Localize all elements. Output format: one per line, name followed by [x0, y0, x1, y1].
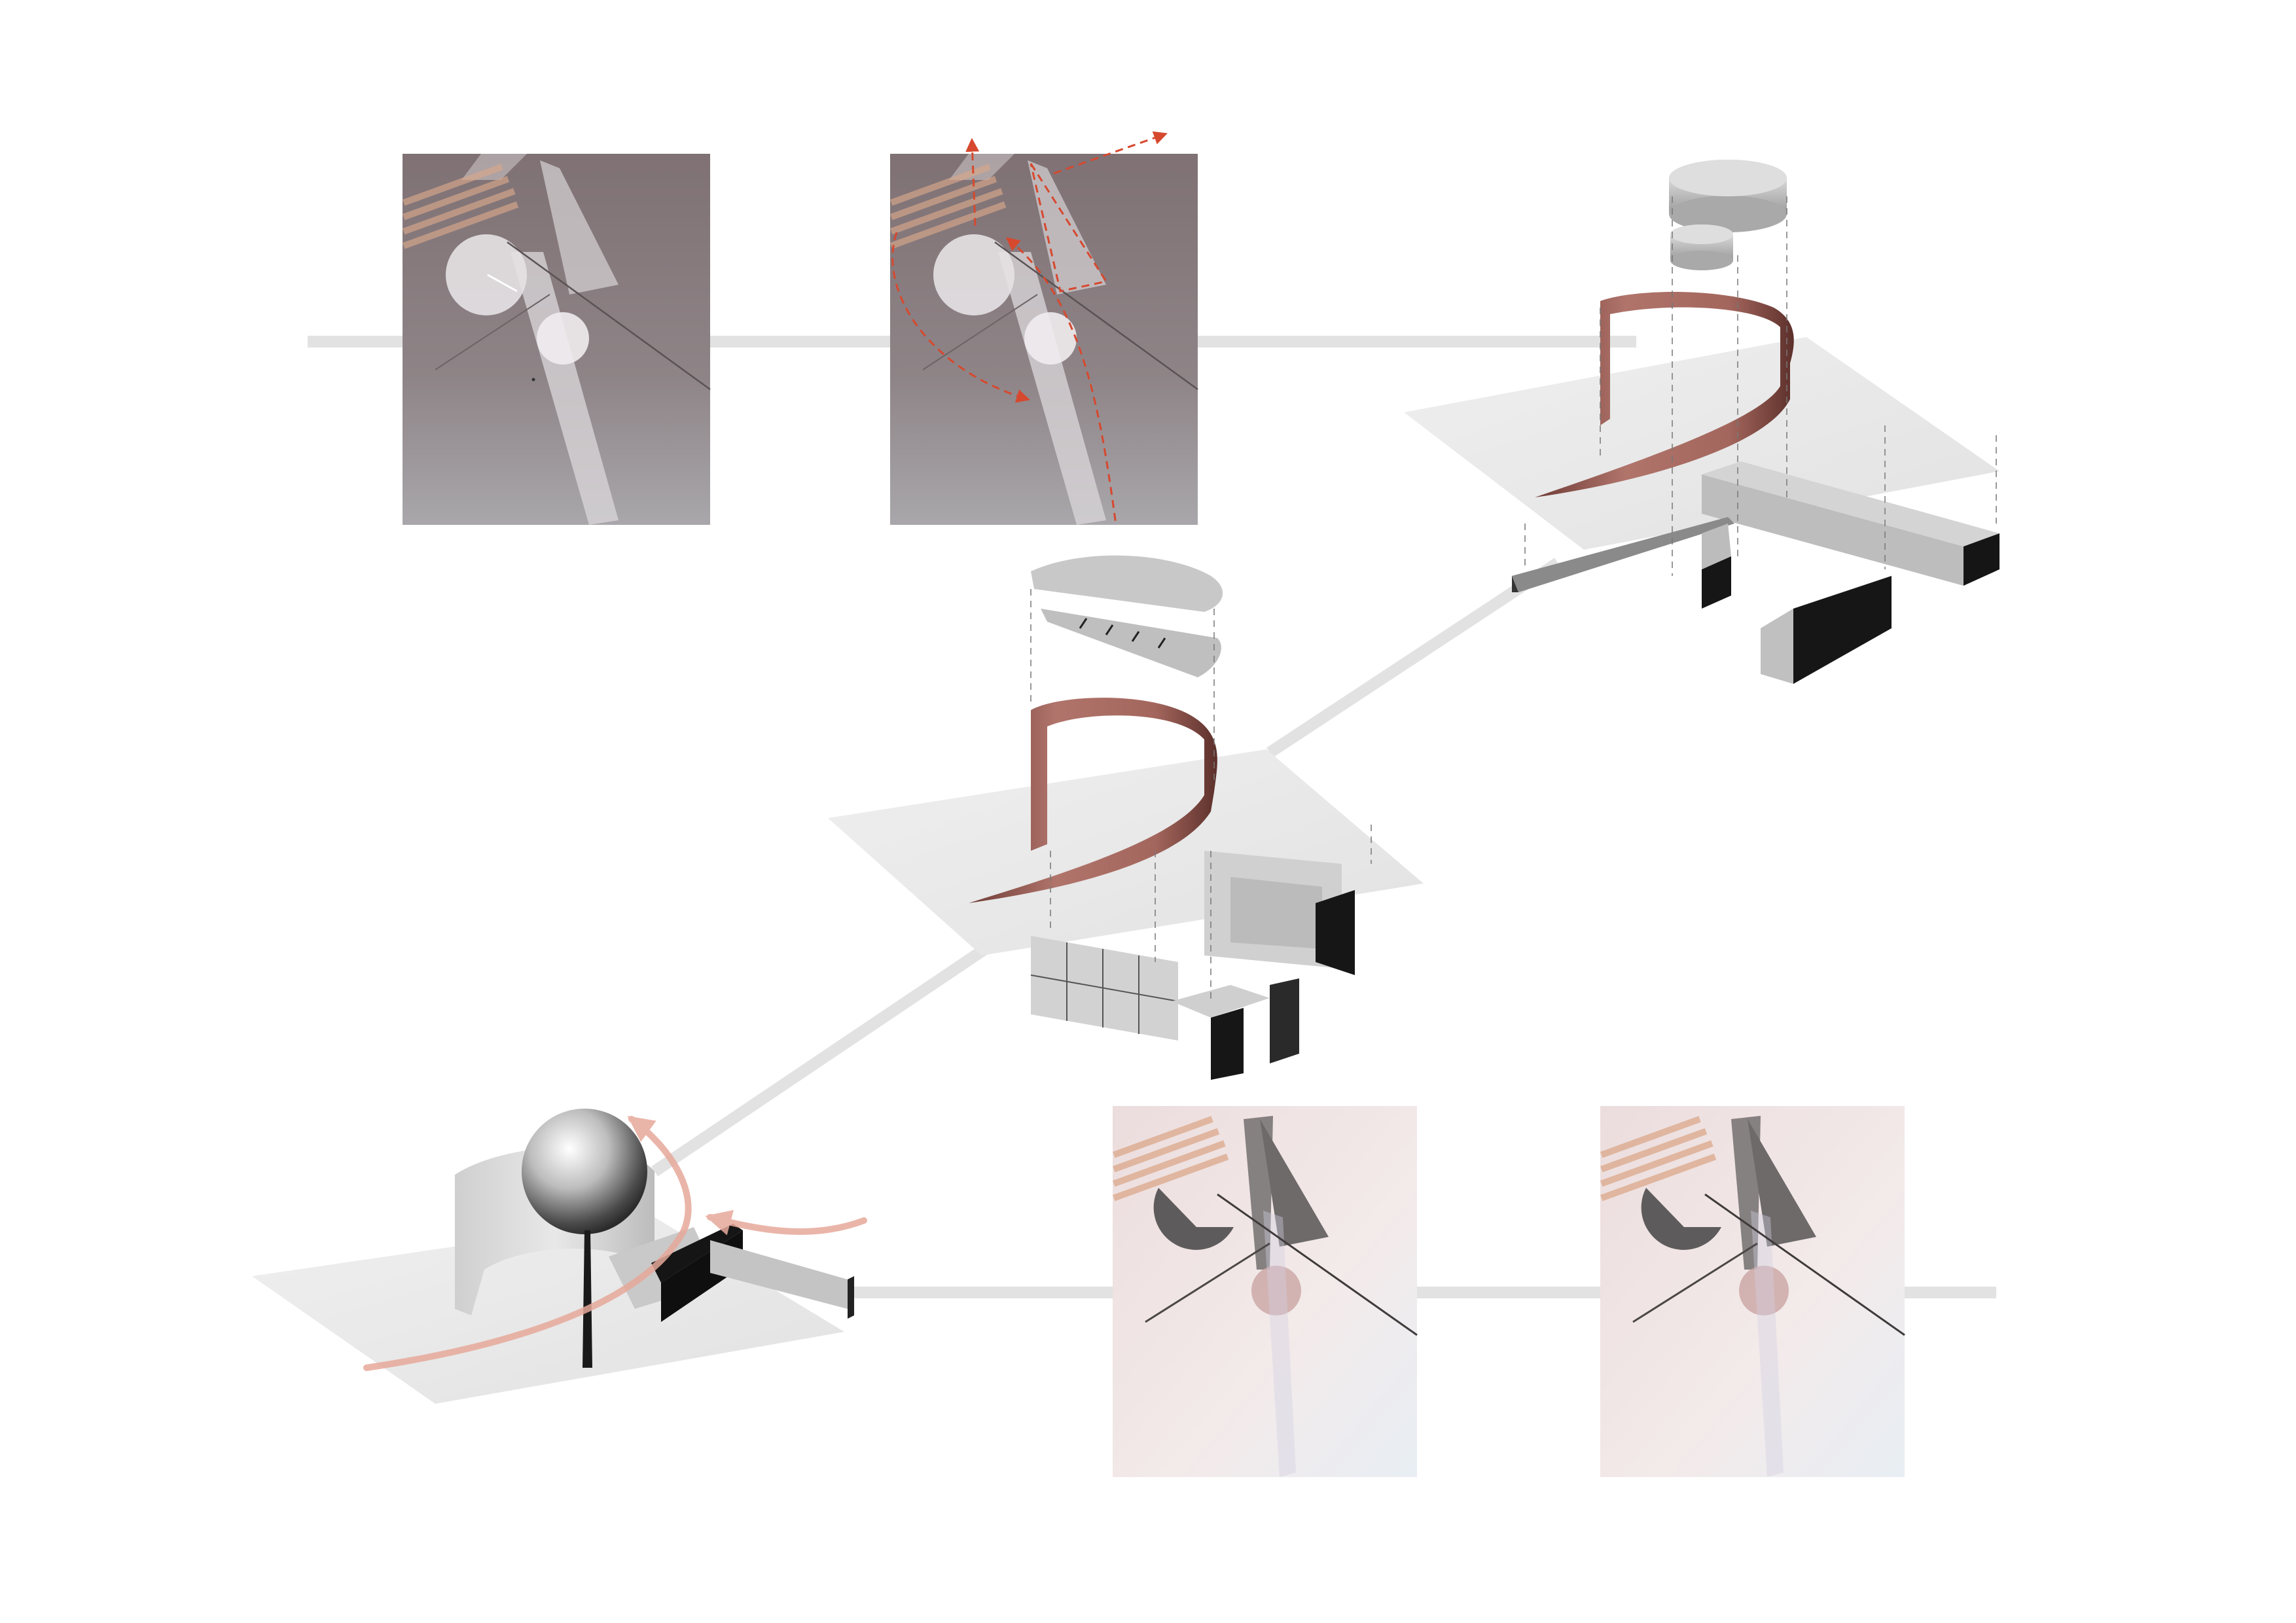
painting-reinterpreted-2: [1600, 1106, 1905, 1477]
semicircle-disc-mid: [1041, 609, 1221, 677]
connector-diagonal-upper: [1266, 558, 1561, 758]
painting-analysis-2: [890, 131, 1198, 526]
model-exploded-top-right: [1404, 160, 2000, 684]
red-dashed-arrow-out: [1053, 131, 1168, 175]
red-dashed-triangle: [1030, 163, 1108, 293]
red-dashed-arrow-up: [965, 137, 980, 226]
projection-lines: [1524, 196, 1997, 576]
painting-original-1: [402, 154, 711, 525]
vertical-blade: [583, 1230, 592, 1368]
red-dashed-arrow-sweep: [1005, 237, 1117, 526]
long-grey-bar: [710, 1240, 848, 1309]
black-bar: [651, 1224, 743, 1283]
sphere: [522, 1109, 647, 1234]
long-bar: [1702, 461, 2000, 546]
small-black-block: [1702, 556, 1731, 609]
connector-diagonal-lower: [651, 937, 999, 1177]
painting-reinterpreted-1: [1113, 1106, 1418, 1477]
thin-bar: [1512, 517, 1734, 592]
model-sphere-bottom-left: [252, 1109, 867, 1404]
semicircle-disc-top: [1031, 555, 1223, 612]
dark-block-cluster: [1172, 985, 1270, 1018]
projection-lines: [1030, 589, 1372, 1001]
model-exploded-middle: [828, 555, 1424, 1080]
pink-motion-arrows: [363, 1116, 867, 1371]
